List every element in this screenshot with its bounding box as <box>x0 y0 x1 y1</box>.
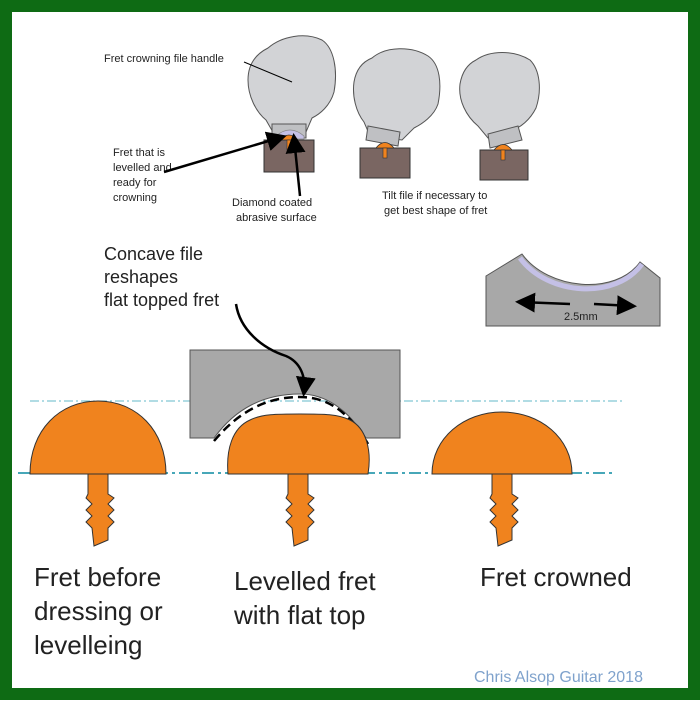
small-fret-crown <box>375 142 395 149</box>
caption-levelled-line: Levelled fret <box>234 566 376 596</box>
fret-tang <box>85 473 115 547</box>
small-fret-crown <box>493 144 513 151</box>
fret-tang <box>285 473 315 547</box>
file-head <box>487 125 523 149</box>
caption-before: Fret before dressing or levelleing <box>34 562 170 660</box>
file-handle <box>353 48 441 141</box>
crowning-file-tilted-right <box>459 52 540 181</box>
concave-pointer-arrow <box>234 303 316 397</box>
large-file-dashed-profile <box>213 395 370 445</box>
caption-before-line: Fret before <box>34 562 161 592</box>
abrasive-leader-arrow <box>285 133 306 197</box>
signature: Chris Alsop Guitar 2018 <box>474 669 643 686</box>
caption-crowned: Fret crowned <box>480 562 632 592</box>
width-dimension-arrow-left <box>515 292 571 313</box>
caption-before-line: levelleing <box>34 630 142 660</box>
fret-crowned <box>431 411 573 547</box>
file-handle <box>459 52 540 139</box>
concave-file-profile: 2.5mm <box>485 253 661 327</box>
fret-crown <box>431 411 573 475</box>
fret-label-line: levelled and <box>113 162 172 174</box>
crowning-file-tilted-left <box>353 48 441 179</box>
file-head <box>365 125 401 147</box>
width-dimension-arrow-right <box>593 295 637 316</box>
fret-before-dressing <box>29 400 167 547</box>
caption-before-line: dressing or <box>34 596 163 626</box>
caption-levelled-line: with flat top <box>233 600 366 630</box>
fret-label-line: crowning <box>113 192 157 204</box>
fret-leader-arrow <box>163 131 287 174</box>
fret-tang <box>489 473 519 547</box>
small-fret-tang <box>286 139 292 151</box>
caption-levelled: Levelled fret with flat top <box>233 566 383 630</box>
small-fret-tang <box>382 147 388 159</box>
small-fret-tang <box>500 149 506 161</box>
file-profile-abrasive-edge <box>517 256 645 292</box>
abrasive-label: Diamond coated abrasive surface <box>232 197 317 224</box>
concave-label-line: flat topped fret <box>104 290 219 310</box>
concave-label-line: reshapes <box>104 267 178 287</box>
fret-crown <box>29 400 167 475</box>
crowning-file-illustration: Fret crowning file handle Fret that is l… <box>104 35 540 224</box>
fret-levelled-flat-top <box>227 413 370 547</box>
tilt-label: Tilt file if necessary to get best shape… <box>382 190 490 217</box>
width-dimension-label: 2.5mm <box>564 311 598 323</box>
fret-label: Fret that is levelled and ready for crow… <box>113 147 175 204</box>
file-handle <box>247 35 336 135</box>
handle-label: Fret crowning file handle <box>104 53 224 65</box>
fret-crown <box>227 413 370 475</box>
handle-leader-line <box>243 61 293 83</box>
tilt-label-line: Tilt file if necessary to <box>382 190 487 202</box>
abrasive-label-line: abrasive surface <box>236 212 317 224</box>
concave-label-line: Concave file <box>104 244 203 264</box>
fret-label-line: Fret that is <box>113 147 165 159</box>
tilt-label-line: get best shape of fret <box>384 205 487 217</box>
caption-crowned-line: Fret crowned <box>480 562 632 592</box>
concave-label: Concave file reshapes flat topped fret <box>104 244 219 310</box>
abrasive-label-line: Diamond coated <box>232 197 312 209</box>
fret-label-line: ready for <box>113 177 157 189</box>
